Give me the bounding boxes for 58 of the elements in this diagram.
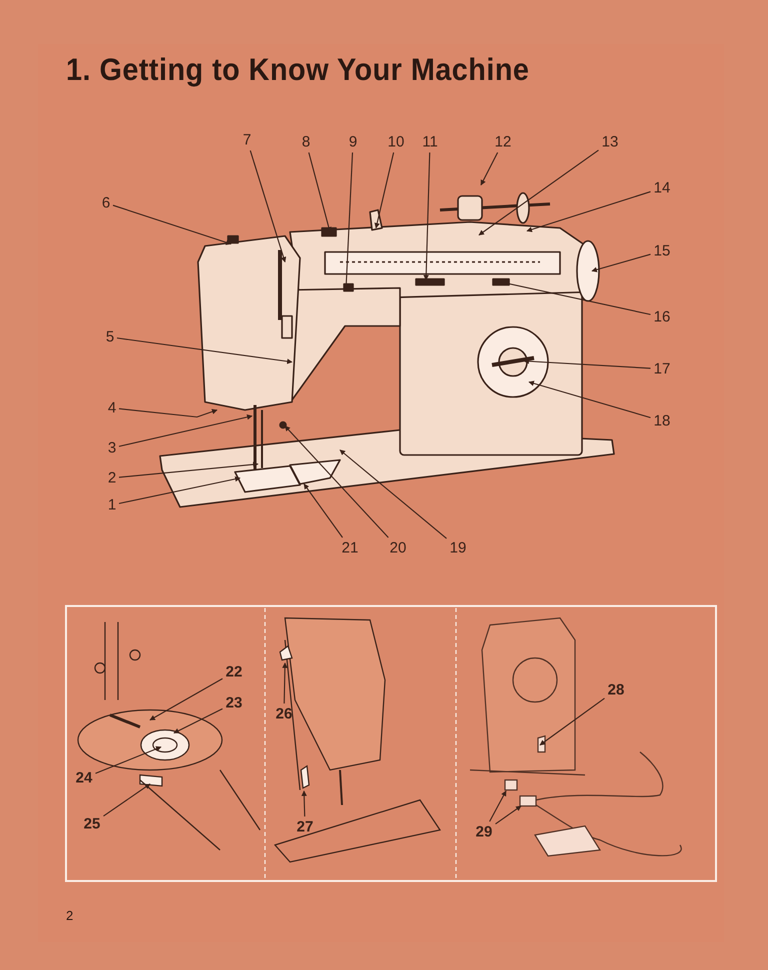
callout-number: 20	[388, 540, 408, 556]
leader-line	[150, 678, 223, 720]
page-title: 1. Getting to Know Your Machine	[66, 52, 530, 88]
callout-number: 25	[82, 816, 102, 832]
callout-number: 9	[348, 134, 358, 150]
callout-number: 14	[652, 180, 672, 196]
leader-line	[495, 806, 522, 824]
callout-number: 18	[652, 412, 672, 430]
callout-number: 3	[106, 440, 118, 456]
leader-line	[116, 337, 293, 364]
callout-number: 29	[474, 824, 494, 840]
leader-line	[174, 708, 223, 734]
leader-line	[540, 698, 605, 746]
callout-number: 2	[106, 470, 118, 486]
callout-number: 24	[74, 770, 94, 786]
leader-line	[526, 191, 651, 232]
callout-number: 16	[652, 308, 672, 326]
callout-number: 23	[224, 694, 244, 712]
leader-line	[282, 662, 288, 704]
callout-number: 19	[448, 540, 468, 556]
leader-line	[103, 784, 150, 817]
leader-line	[118, 476, 241, 504]
callout-number: 4	[106, 400, 118, 416]
callout-number: 8	[300, 134, 312, 150]
page-number: 2	[66, 908, 74, 923]
leader-line	[284, 426, 389, 538]
leader-line	[489, 790, 506, 822]
callout-number: 12	[494, 134, 512, 150]
leader-line	[118, 408, 218, 418]
leader-line	[340, 450, 447, 539]
leader-line	[374, 152, 394, 229]
leader-line	[591, 254, 651, 272]
leader-line	[118, 414, 253, 447]
callout-number: 11	[421, 134, 439, 150]
leader-line	[304, 484, 343, 538]
callout-number: 28	[606, 682, 626, 698]
callout-number: 26	[274, 706, 294, 722]
leader-line	[112, 204, 232, 246]
leader-line	[95, 746, 162, 774]
leader-line	[478, 150, 599, 236]
callout-number: 22	[224, 664, 244, 680]
callout-number: 17	[652, 360, 672, 378]
leader-line	[250, 150, 286, 263]
leader-line	[118, 462, 259, 478]
callout-number: 21	[340, 540, 360, 556]
leader-line	[423, 152, 430, 281]
callout-number: 27	[296, 818, 314, 836]
leader-line	[301, 790, 307, 817]
callout-number: 15	[652, 242, 672, 260]
callout-number: 1	[106, 496, 118, 514]
callout-number: 10	[386, 134, 406, 150]
callout-number: 7	[242, 132, 252, 148]
leader-line	[480, 152, 498, 186]
callout-number: 5	[104, 328, 116, 346]
callout-number: 6	[100, 194, 112, 212]
leader-line	[528, 380, 651, 418]
leader-line	[523, 358, 651, 369]
callout-number: 13	[600, 134, 620, 150]
